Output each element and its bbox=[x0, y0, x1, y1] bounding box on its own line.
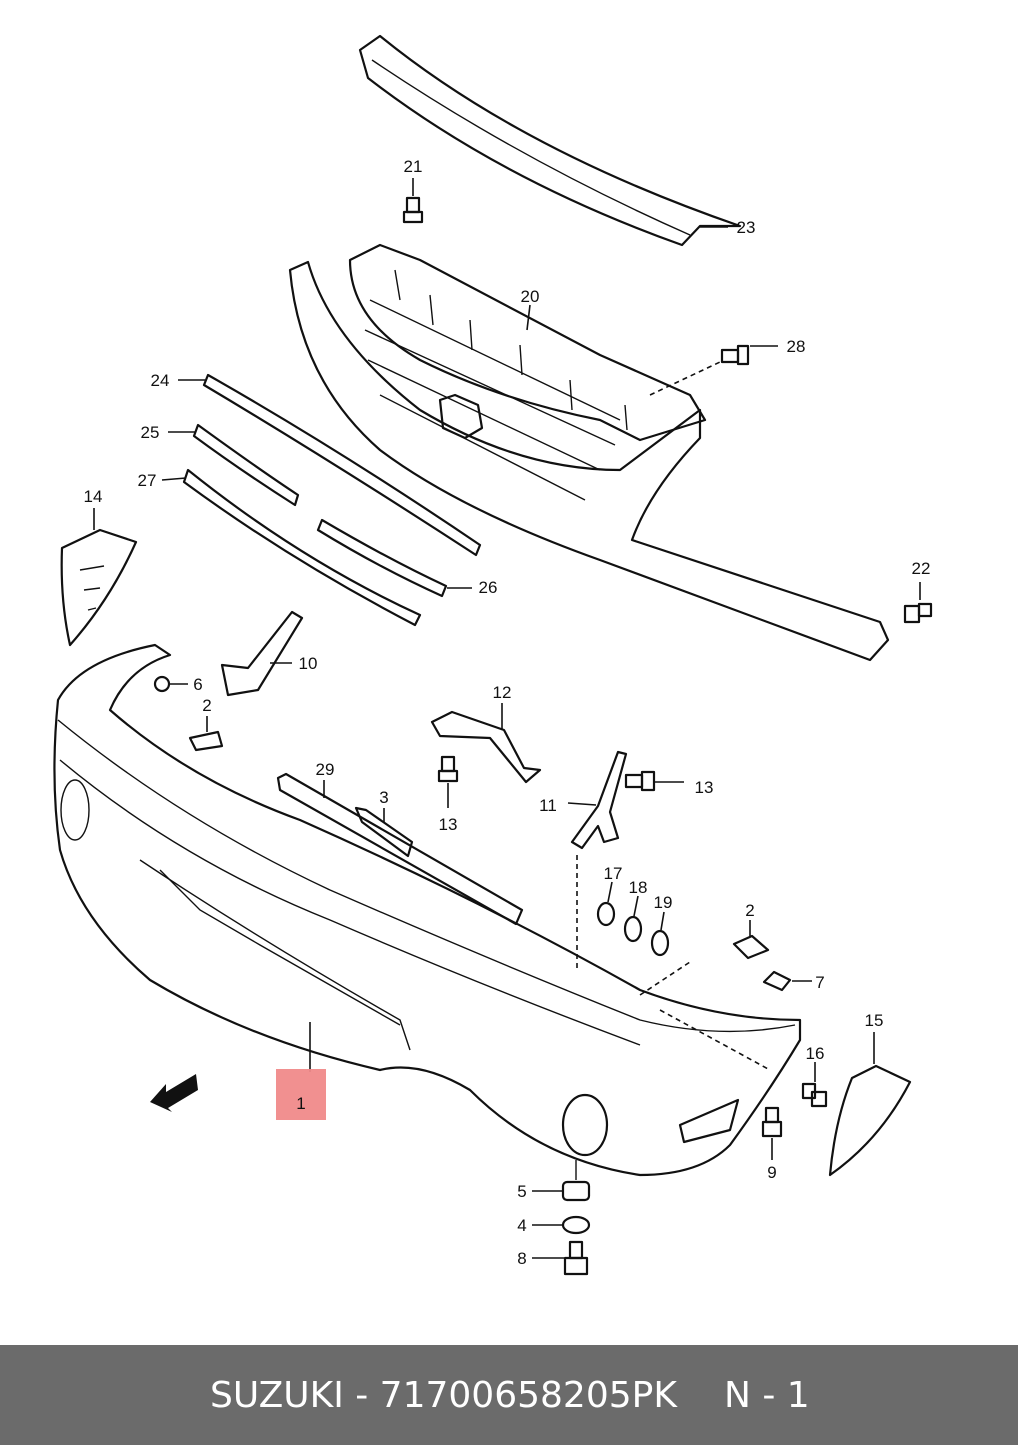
callout-8: 8 bbox=[517, 1249, 526, 1268]
part-7-clip-nut-icon bbox=[762, 970, 812, 992]
callout-23: 23 bbox=[737, 218, 756, 237]
part-13-bolt-right-icon bbox=[624, 770, 684, 792]
part-29-reinforcement bbox=[276, 772, 524, 926]
callout-9: 9 bbox=[767, 1163, 776, 1182]
callout-18: 18 bbox=[629, 878, 648, 897]
callout-16: 16 bbox=[806, 1044, 825, 1063]
callout-10: 10 bbox=[299, 654, 318, 673]
callout-14: 14 bbox=[84, 487, 103, 506]
callout-2-left: 2 bbox=[202, 696, 211, 715]
callout-3: 3 bbox=[379, 788, 388, 807]
part-24-molding bbox=[178, 373, 482, 557]
part-28-bolt-icon bbox=[720, 344, 778, 366]
part-8-bolt-icon bbox=[532, 1240, 589, 1276]
callout-2-right: 2 bbox=[745, 901, 754, 920]
callout-7: 7 bbox=[815, 973, 824, 992]
part-14-side-piece bbox=[60, 508, 138, 647]
parts-diagram: 21 23 20 28 24 25 27 14 22 26 10 6 12 2 … bbox=[53, 34, 933, 1276]
callout-20: 20 bbox=[521, 287, 540, 306]
callout-13-right: 13 bbox=[695, 778, 714, 797]
part-23-hood-molding bbox=[358, 34, 742, 247]
callout-19: 19 bbox=[654, 893, 673, 912]
part-3-plate bbox=[354, 806, 414, 858]
part-22-bolt-icon bbox=[903, 582, 933, 624]
callout-29: 29 bbox=[316, 760, 335, 779]
part-21-bolt-icon bbox=[402, 178, 424, 224]
part-number-caption: SUZUKI - 71700658205PK bbox=[210, 1375, 677, 1416]
part-16-bolt-icon bbox=[801, 1062, 828, 1108]
front-direction-arrow-icon bbox=[150, 1074, 198, 1112]
callout-26: 26 bbox=[479, 578, 498, 597]
callout-17: 17 bbox=[604, 864, 623, 883]
callout-13-left: 13 bbox=[439, 815, 458, 834]
part-11-bracket bbox=[567, 750, 628, 970]
callout-6: 6 bbox=[193, 675, 202, 694]
callout-25: 25 bbox=[141, 423, 160, 442]
part-15-side-piece bbox=[828, 1032, 912, 1177]
part-25-molding bbox=[168, 423, 300, 507]
part-10-bracket bbox=[220, 610, 304, 697]
part-20-radiator-grille bbox=[288, 243, 890, 662]
part-5-grommet-icon bbox=[532, 1160, 591, 1202]
part-4-washer-icon bbox=[532, 1215, 591, 1235]
part-13-bolt-left-icon bbox=[437, 755, 459, 808]
part-1-front-bumper bbox=[53, 643, 802, 1177]
callout-21: 21 bbox=[404, 157, 423, 176]
part-19-washer-icon bbox=[650, 911, 670, 957]
callout-12: 12 bbox=[493, 683, 512, 702]
callout-labels: 21 23 20 28 24 25 27 14 22 26 10 6 12 2 … bbox=[84, 157, 931, 1268]
callout-11: 11 bbox=[539, 796, 557, 815]
part-17-washer-icon bbox=[596, 881, 616, 927]
part-26-molding bbox=[316, 518, 472, 598]
part-9-bolt-icon bbox=[761, 1106, 783, 1160]
footer-bar: SUZUKI - 71700658205PK N - 1 bbox=[0, 1345, 1018, 1445]
page-indicator: N - 1 bbox=[724, 1375, 810, 1416]
callout-1: 1 bbox=[296, 1094, 306, 1113]
callout-15: 15 bbox=[865, 1011, 884, 1030]
callout-27: 27 bbox=[138, 471, 157, 490]
callout-28: 28 bbox=[787, 337, 806, 356]
callout-24: 24 bbox=[151, 371, 170, 390]
callout-22: 22 bbox=[912, 559, 931, 578]
highlighted-part-marker bbox=[276, 1069, 326, 1120]
part-6-clip-icon bbox=[153, 675, 188, 693]
callout-5: 5 bbox=[517, 1182, 526, 1201]
part-27-molding bbox=[161, 468, 422, 627]
part-2-pad-right bbox=[732, 920, 770, 960]
part-18-washer-icon bbox=[623, 895, 643, 943]
part-12-bracket bbox=[430, 703, 542, 784]
part-2-pad-left bbox=[188, 716, 224, 752]
callout-4: 4 bbox=[517, 1216, 526, 1235]
